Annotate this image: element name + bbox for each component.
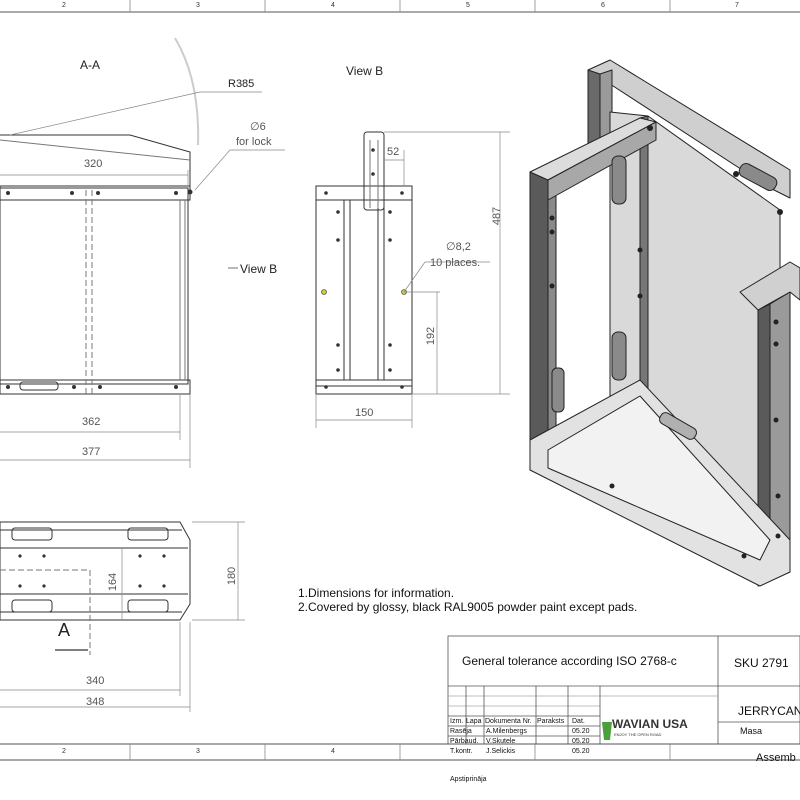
zone-top-7: 7 [735,2,739,9]
row-3-date: 05.20 [572,748,590,755]
zone-bottom-3: 3 [196,748,200,755]
dim-164: 164 [107,572,120,592]
dim-348: 348 [86,696,105,708]
zone-top-6: 6 [601,2,605,9]
section-marker-a: A [58,620,71,640]
row-1-name: A.Milenbergs [486,728,527,735]
logo-text: WAVIAN USA [612,717,688,731]
view-b-title: View B [346,64,384,78]
view-b-arrow-label: View B [240,262,278,276]
zone-bottom-4: 4 [331,748,335,755]
dim-487: 487 [491,206,504,226]
assembly-label: Assemb [756,752,796,764]
part-name: JERRYCAN [738,704,800,718]
row-1-role: Rasēja [450,728,472,735]
zone-top-5: 5 [466,2,470,9]
dim-340: 340 [86,675,105,687]
section-view-a-a [0,37,200,395]
zone-bottom-2: 2 [62,748,66,755]
row-3-role: T.kontr. [450,748,473,755]
dim-320: 320 [84,158,103,170]
mass-label: Masa [740,726,763,736]
zone-top-2: 2 [62,2,66,9]
hdr-dok: Dokumenta Nr. [485,718,532,725]
dim-d8-2: ∅8,2 [446,241,471,253]
row-2-name: V.Skutele [486,738,516,745]
hdr-paraksts: Paraksts [537,718,565,725]
section-aa-label: A-A [80,58,101,72]
zone-top-4: 4 [331,2,335,9]
dim-d6: ∅6 [250,121,266,133]
wavian-logo [602,722,612,740]
zone-top-3: 3 [196,2,200,9]
logo-subtext: ENJOY THE OPEN ROAD [614,732,662,737]
note-2: 2.Covered by glossy, black RAL9005 powde… [298,600,638,614]
row-2-role: Pārbaud. [450,738,479,745]
dim-for-lock: for lock [236,136,272,148]
isometric-view [529,59,800,587]
note-1: 1.Dimensions for information. [298,586,455,600]
dim-10-places: 10 places. [430,257,481,269]
sku-text: SKU 2791 [734,656,789,670]
dim-192: 192 [425,326,438,346]
title-block [447,635,800,745]
dim-180: 180 [226,566,239,586]
top-view [0,521,191,655]
approved-label: Apstiprināja [450,776,487,783]
row-2-date: 05.20 [572,738,590,745]
view-b [315,131,413,395]
dim-150: 150 [355,407,374,419]
hdr-lapa: Lapa [466,718,482,725]
dim-362: 362 [82,416,101,428]
tolerance-text: General tolerance according ISO 2768-c [462,654,677,668]
dim-r385: R385 [228,78,255,90]
dim-377: 377 [82,446,101,458]
dim-52: 52 [387,146,400,158]
hdr-izm: Izm. [450,718,464,725]
row-3-name: J.Selickis [486,748,516,755]
row-1-date: 05.20 [572,728,590,735]
hdr-dat: Dat. [572,718,585,725]
